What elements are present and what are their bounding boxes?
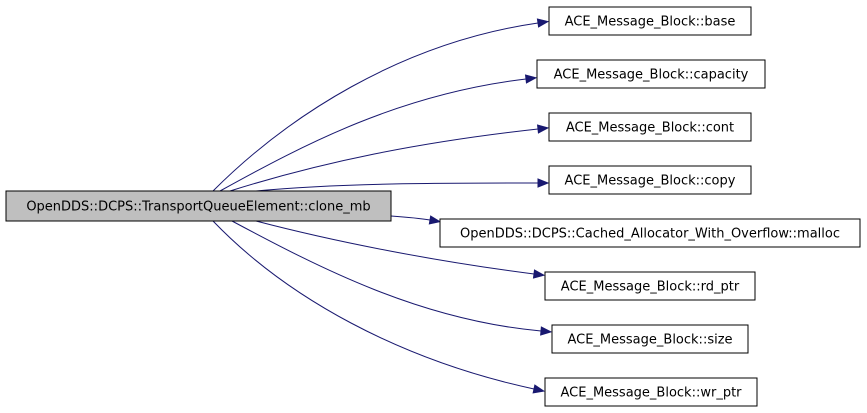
edge-to-malloc [390, 215, 442, 225]
source-node[interactable]: OpenDDS::DCPS::TransportQueueElement::cl… [5, 190, 392, 222]
edge-to-wr-ptr [212, 220, 546, 394]
node-label: OpenDDS::DCPS::Cached_Allocator_With_Ove… [460, 227, 840, 242]
edge-line [212, 22, 539, 192]
edge-line [255, 182, 539, 192]
node-box [551, 324, 749, 354]
node-layer: OpenDDS::DCPS::TransportQueueElement::cl… [5, 6, 861, 407]
node-label: ACE_Message_Block::capacity [554, 68, 749, 83]
edge-to-cont [229, 124, 550, 192]
target-node-wr-ptr[interactable]: ACE_Message_Block::wr_ptr [544, 377, 758, 407]
target-node-base[interactable]: ACE_Message_Block::base [548, 6, 752, 36]
edge-to-rd-ptr [255, 220, 546, 279]
node-label: ACE_Message_Block::cont [566, 121, 734, 136]
node-box [548, 6, 752, 36]
edge-arrowhead [536, 124, 550, 134]
target-node-malloc[interactable]: OpenDDS::DCPS::Cached_Allocator_With_Ove… [439, 218, 861, 248]
node-box [548, 112, 752, 142]
edge-layer [212, 18, 553, 394]
node-label: OpenDDS::DCPS::TransportQueueElement::cl… [26, 200, 370, 215]
node-box [439, 218, 861, 248]
edge-arrowhead [540, 326, 553, 336]
target-node-capacity[interactable]: ACE_Message_Block::capacity [536, 59, 766, 89]
node-box [5, 190, 392, 222]
edge-line [229, 128, 539, 192]
edge-to-copy [255, 178, 550, 192]
edge-line [390, 215, 431, 221]
node-box [548, 165, 752, 195]
node-label: ACE_Message_Block::rd_ptr [561, 280, 740, 295]
node-box [544, 271, 756, 301]
edge-line [212, 220, 535, 390]
edge-to-capacity [219, 74, 538, 192]
edge-line [219, 78, 527, 192]
edge-line [255, 220, 535, 275]
node-box [544, 377, 758, 407]
node-label: ACE_Message_Block::base [565, 15, 736, 30]
edge-to-base [212, 18, 550, 192]
target-node-copy[interactable]: ACE_Message_Block::copy [548, 165, 752, 195]
edge-line [231, 220, 542, 332]
edge-to-size [231, 220, 553, 336]
node-label: ACE_Message_Block::size [567, 333, 732, 348]
target-node-cont[interactable]: ACE_Message_Block::cont [548, 112, 752, 142]
edge-arrowhead [532, 384, 546, 394]
edge-arrowhead [532, 269, 546, 279]
node-box [536, 59, 766, 89]
node-label: ACE_Message_Block::wr_ptr [560, 386, 742, 401]
node-label: ACE_Message_Block::copy [565, 174, 736, 189]
edge-arrowhead [428, 215, 442, 225]
edge-arrowhead [537, 178, 550, 188]
target-node-rd-ptr[interactable]: ACE_Message_Block::rd_ptr [544, 271, 756, 301]
target-node-size[interactable]: ACE_Message_Block::size [551, 324, 749, 354]
edge-arrowhead [524, 74, 538, 84]
edge-arrowhead [536, 18, 550, 28]
